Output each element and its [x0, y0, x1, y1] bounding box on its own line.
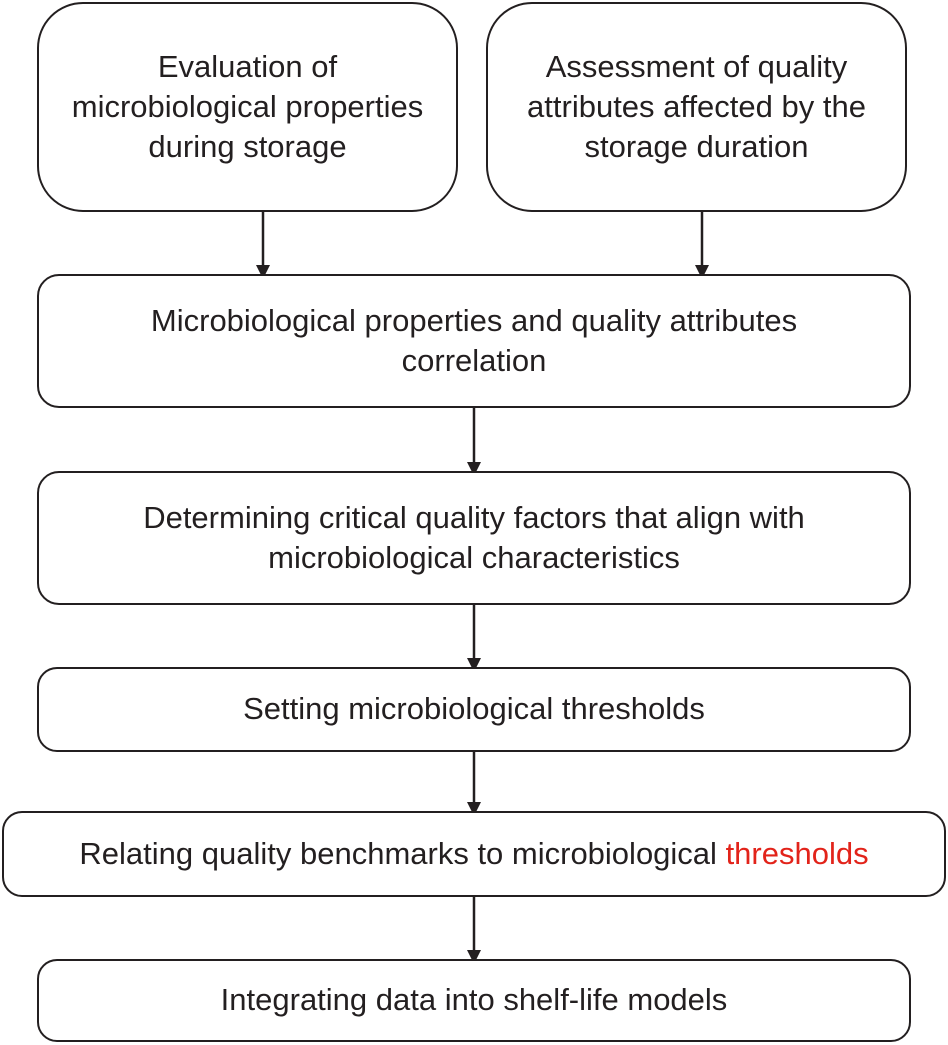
step-correlation: Microbiological properties and quality a…: [37, 274, 911, 408]
step-critical-factors: Determining critical quality factors tha…: [37, 471, 911, 605]
step-label: Microbiological properties and quality a…: [150, 302, 798, 378]
step-label: Relating quality benchmarks to microbiol…: [79, 834, 868, 874]
step-label: Integrating data into shelf-life models: [220, 982, 728, 1018]
step-label: Assessment of quality attributes affecte…: [527, 48, 866, 165]
step-evaluation-microbiological: Evaluation of microbiological properties…: [37, 2, 458, 212]
step-shelf-life-models: Integrating data into shelf-life models: [37, 959, 911, 1042]
step-thresholds: Setting microbiological thresholds: [37, 667, 911, 752]
step-label-prefix: Relating quality benchmarks to microbiol…: [79, 835, 717, 871]
step-label-highlight: thresholds: [725, 835, 869, 871]
step-label: Determining critical quality factors tha…: [143, 499, 805, 575]
step-assessment-quality: Assessment of quality attributes affecte…: [486, 2, 907, 212]
step-label: Evaluation of microbiological properties…: [71, 48, 424, 165]
step-relating-benchmarks: Relating quality benchmarks to microbiol…: [2, 811, 946, 897]
step-label: Setting microbiological thresholds: [243, 691, 705, 727]
